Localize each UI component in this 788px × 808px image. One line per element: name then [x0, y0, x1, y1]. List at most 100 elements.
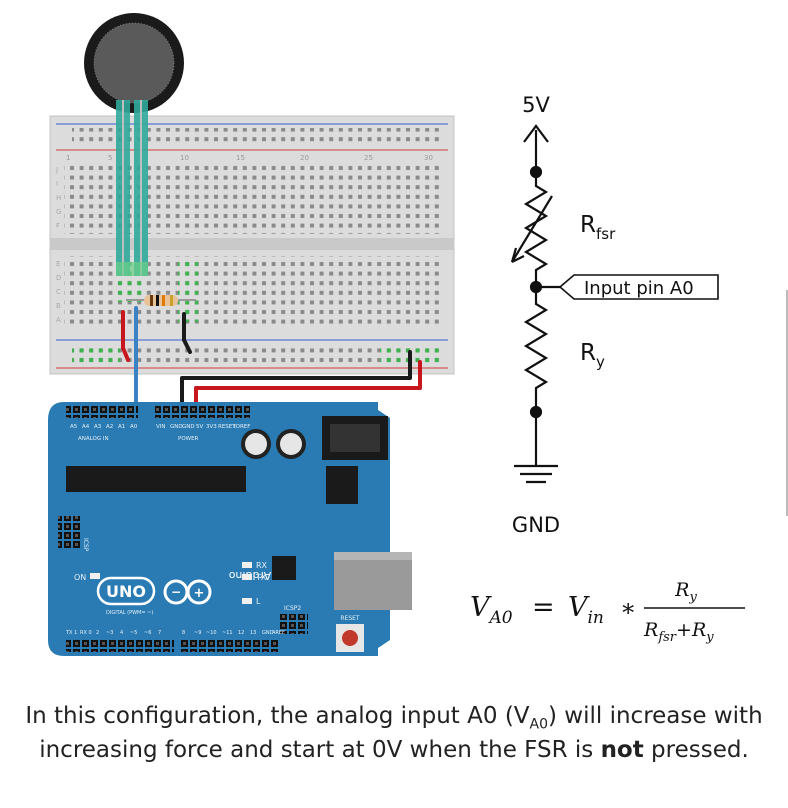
caption-text-2a: increasing force and start at 0V when th…: [39, 737, 601, 763]
bb-row-a: A: [56, 316, 61, 324]
gnd-pin-label: GND: [262, 630, 274, 636]
caption-subscript: A0: [529, 716, 549, 733]
power-pin-3v3: 3V3: [206, 424, 217, 430]
digital-pin-11: ~11: [222, 630, 233, 636]
digital-pin-2: 2: [96, 630, 99, 636]
ground-label: GND: [512, 513, 560, 537]
digital-label: DIGITAL (PWM= ~): [106, 610, 153, 616]
bb-row-f: F: [56, 222, 60, 230]
node-middle: [529, 280, 543, 294]
fsr-sensor: [84, 13, 184, 276]
wires: [121, 306, 422, 412]
tx-led: [242, 574, 252, 580]
bb-row-b: B: [56, 302, 61, 310]
reset-label: RESET: [340, 615, 360, 622]
bb-col-10: 10: [180, 154, 189, 162]
power-label: POWER: [178, 436, 199, 442]
power-pin-ioref: IOREF: [234, 424, 250, 430]
power-pin-gnd-1: GND: [170, 424, 183, 430]
digital-pin-10: ~10: [206, 630, 217, 636]
power-pin-gnd-2: GND: [182, 424, 195, 430]
formula-times: ∗: [620, 594, 636, 622]
digital-pin-rx: RX 0: [80, 630, 92, 636]
formula-numerator: Ry: [674, 579, 697, 605]
bb-col-1: 1: [66, 154, 70, 162]
digital-pin-tx: TX 1: [65, 630, 77, 636]
bb-col-25: 25: [364, 154, 373, 162]
bb-row-g: G: [56, 208, 61, 216]
usb-port: [334, 552, 412, 610]
caption-line-1: In this configuration, the analog input …: [0, 700, 788, 742]
l-label: L: [256, 597, 261, 606]
svg-text:+: +: [194, 586, 205, 601]
usb-chip: [272, 556, 296, 580]
microcontroller-chip: [66, 466, 246, 492]
voltage-divider-formula: VA0 = Vin ∗ Ry Rfsr+Ry: [470, 579, 745, 645]
analog-pin-a3: A3: [94, 424, 102, 430]
power-pin-reset: RESET: [218, 424, 236, 430]
bb-row-d: D: [56, 274, 61, 282]
formula-denominator: Rfsr+Ry: [643, 619, 714, 645]
formula-equals: =: [532, 592, 555, 623]
tx-label: TX: [255, 573, 267, 582]
bb-row-j: J: [55, 166, 58, 174]
icsp-header: [58, 516, 80, 550]
wire-5v: [194, 360, 422, 412]
supply-label: 5V: [522, 93, 550, 117]
analog-in-label: ANALOG IN: [78, 436, 109, 442]
digital-header-left: [66, 640, 174, 652]
caption-text-1a: In this configuration, the analog input …: [25, 703, 530, 729]
bb-row-c: C: [56, 288, 61, 296]
caption-text-1b: ) will increase with: [548, 703, 763, 729]
icsp2-header: [280, 614, 308, 634]
digital-pin-12: 12: [238, 630, 244, 636]
breadboard: 1 5 10 15 20 25 30 J I H G F E D C B A: [49, 115, 455, 375]
digital-pin-5: ~5: [130, 630, 137, 636]
analog-pin-a0: A0: [130, 424, 138, 430]
ry-label: Ry: [580, 340, 605, 371]
wire-gnd: [180, 350, 412, 412]
digital-pin-7: 7: [158, 630, 161, 636]
wire-red-short: [121, 310, 130, 362]
analog-pin-a1: A1: [118, 424, 125, 430]
uno-label: UNO: [106, 582, 146, 601]
bb-row-h: H: [56, 194, 61, 202]
breadboard-column-numbers: 1 5 10 15 20 25 30: [66, 154, 433, 162]
caption-text-2b: pressed.: [643, 737, 749, 763]
analog-pin-a2: A2: [106, 424, 113, 430]
formula-lhs: VA0: [470, 592, 513, 628]
rx-led: [242, 562, 252, 568]
bb-row-i: I: [56, 180, 58, 188]
bb-col-5: 5: [108, 154, 112, 162]
voltage-regulator: [326, 466, 358, 504]
analog-header: [66, 406, 138, 418]
caption-line-2: increasing force and start at 0V when th…: [0, 734, 788, 767]
power-header: [155, 406, 250, 418]
supply-arrow: [523, 124, 549, 143]
caption-bold-not: not: [600, 737, 644, 763]
fsr-variable-line: [511, 195, 553, 263]
aref-pin-label: AREF: [272, 630, 285, 636]
bb-col-15: 15: [236, 154, 245, 162]
svg-text:−: −: [171, 585, 181, 599]
icsp-label: ICSP: [82, 538, 89, 552]
bb-row-e: E: [56, 260, 60, 268]
digital-pin-4: 4: [120, 630, 123, 636]
bb-col-20: 20: [300, 154, 309, 162]
digital-header-right: [180, 640, 278, 652]
fsr-resistor-symbol: [523, 172, 549, 286]
analog-pin-a5: A5: [70, 424, 78, 430]
analog-pin-a4: A4: [82, 424, 90, 430]
fsr-label: Rfsr: [580, 212, 616, 243]
digital-pin-3: ~3: [106, 630, 113, 636]
l-led: [242, 598, 252, 604]
arduino-uno-board: A5 A4 A3 A2 A1 A0 ANALOG IN VIN GND GND …: [48, 402, 412, 656]
formula-vin: Vin: [568, 592, 604, 628]
fsr-variable-arrowhead: [510, 247, 525, 263]
breadboard-row-letters: J I H G F E D C B A: [55, 166, 61, 324]
icsp2-label: ICSP2: [284, 605, 301, 612]
bb-col-30: 30: [424, 154, 433, 162]
schematic: [510, 124, 719, 484]
arduino-logo: UNO − + Arduino: [96, 569, 271, 606]
